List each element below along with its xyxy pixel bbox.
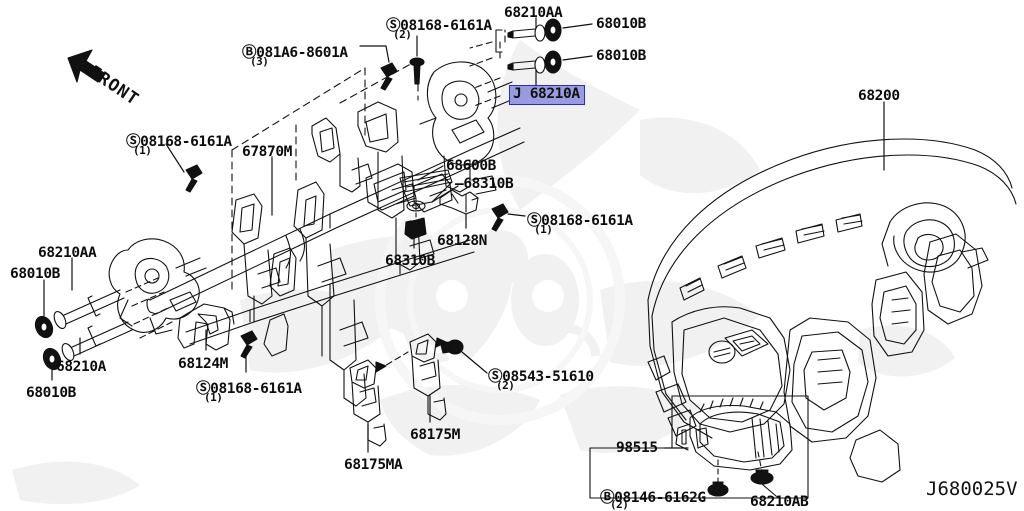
bracket-68124m — [177, 303, 235, 351]
label-68175m: 68175M — [410, 427, 460, 443]
bracket-arrow-right — [495, 29, 503, 53]
label-68210ab: 68210AB — [750, 494, 809, 510]
label-68600b: 68600B — [446, 158, 496, 174]
grommet-68010b-bottom-right — [544, 50, 562, 74]
label-68210aa-left: 68210AA — [38, 245, 97, 261]
arrow-head-175m — [435, 337, 447, 348]
label-68010b-top-lower: 68010B — [596, 48, 646, 64]
stud-68210a-left — [61, 321, 133, 362]
clip-68310b-lower — [404, 217, 427, 240]
label-08168-6161a-top: Ⓢ08168-6161A — [386, 18, 492, 34]
circle-s-mark: Ⓢ — [527, 213, 542, 229]
label-68310b-upper: —68310B — [455, 176, 514, 192]
airbag-fastener-guides — [717, 451, 763, 485]
label-081a6-8601a: Ⓑ081A6-8601A — [242, 45, 348, 61]
circle-b-mark: Ⓑ — [242, 45, 257, 61]
passenger-airbag-module-98515 — [675, 397, 793, 471]
stud-68210aa-top — [507, 24, 547, 42]
circle-b-mark: Ⓑ — [600, 490, 615, 506]
label-67870m: 67870M — [242, 144, 292, 160]
stud-68210aa-left — [53, 289, 125, 330]
highlight-part-number: 68210A — [529, 86, 580, 102]
airbag-callout-box — [589, 395, 809, 499]
label-98515: 98515 — [616, 440, 658, 456]
label-68010b-top-upper: 68010B — [596, 16, 646, 32]
grommet-68010b-top-right — [544, 18, 562, 42]
circle-s-mark: Ⓢ — [386, 18, 401, 34]
label-68310b-lower: 68310B — [385, 253, 435, 269]
highlight-prefix: J — [513, 86, 522, 102]
label-08168-6161a-mid: Ⓢ08168-6161A — [527, 213, 633, 229]
label-08543-51610: Ⓢ08543-51610 — [488, 369, 594, 385]
label-68210aa-top: 68210AA — [504, 5, 563, 21]
label-68010b-left-lower: 68010B — [26, 385, 76, 401]
grommet-68010b-left-lower — [42, 347, 62, 371]
label-08168-6161a-left: Ⓢ08168-6161A — [126, 134, 232, 150]
circle-s-mark: Ⓢ — [488, 369, 503, 385]
front-arrow-icon — [67, 49, 105, 83]
label-68210a-highlighted[interactable]: J 68210A — [509, 85, 585, 105]
label-qty-08168-6161a-left: (1) — [133, 144, 152, 157]
stud-assembly-guides-left — [125, 277, 173, 339]
center-brackets — [311, 101, 453, 271]
clip-68128n — [439, 189, 479, 215]
label-68124m: 68124M — [178, 356, 228, 372]
instrument-panel-68200 — [647, 138, 1017, 483]
bracket-arrow-left-upper — [87, 295, 101, 317]
nut-68210ab — [750, 469, 777, 497]
label-qty-08168-6161a-top: (2) — [393, 28, 412, 41]
bracket-68175m — [409, 333, 447, 421]
center-pillar — [293, 181, 347, 357]
bolt-08168-6161a-lower-left — [240, 330, 258, 359]
circle-s-mark: Ⓢ — [196, 381, 211, 397]
label-68210a-left: 68210A — [56, 359, 106, 375]
grommet-68010b-left-upper — [34, 315, 54, 339]
drawing-number: J680025V — [926, 478, 1018, 500]
bracket-arrow-left-lower — [87, 325, 101, 347]
stud-68210a-top — [507, 56, 547, 74]
label-qty-08168-6161a-bottom: (1) — [204, 391, 223, 404]
bolt-08168-6161a-top — [409, 57, 425, 85]
label-68175ma: 68175MA — [344, 457, 403, 473]
label-qty-08543-51610: (2) — [496, 379, 515, 392]
label-qty-08168-6161a-mid: (1) — [534, 223, 553, 236]
label-qty-08146-6162g: (2) — [610, 498, 629, 511]
bolt-08168-6161a-mid — [491, 203, 509, 232]
leader-lines — [43, 17, 885, 495]
arrow-head-175ma — [375, 361, 387, 373]
label-68128n: 68128N — [437, 233, 487, 249]
steering-crossbeam — [146, 127, 525, 315]
label-08146-6162g: Ⓑ08146-6162G — [600, 490, 706, 506]
label-qty-081a6-8601a: (3) — [250, 55, 269, 68]
bolt-08168-6161a-left — [185, 164, 203, 193]
left-end-bracket — [108, 238, 207, 335]
right-end-bracket — [419, 61, 517, 195]
label-68200: 68200 — [858, 88, 900, 104]
bolt-081a6-8601a — [380, 62, 398, 91]
label-68010b-left-upper: 68010B — [10, 266, 60, 282]
bolt-08543-51610 — [440, 339, 464, 355]
dash-prefix: — — [455, 176, 464, 192]
stud-assembly-guides-right — [469, 29, 506, 107]
circle-s-mark: Ⓢ — [126, 134, 141, 150]
label-08168-6161a-bottom: Ⓢ08168-6161A — [196, 381, 302, 397]
